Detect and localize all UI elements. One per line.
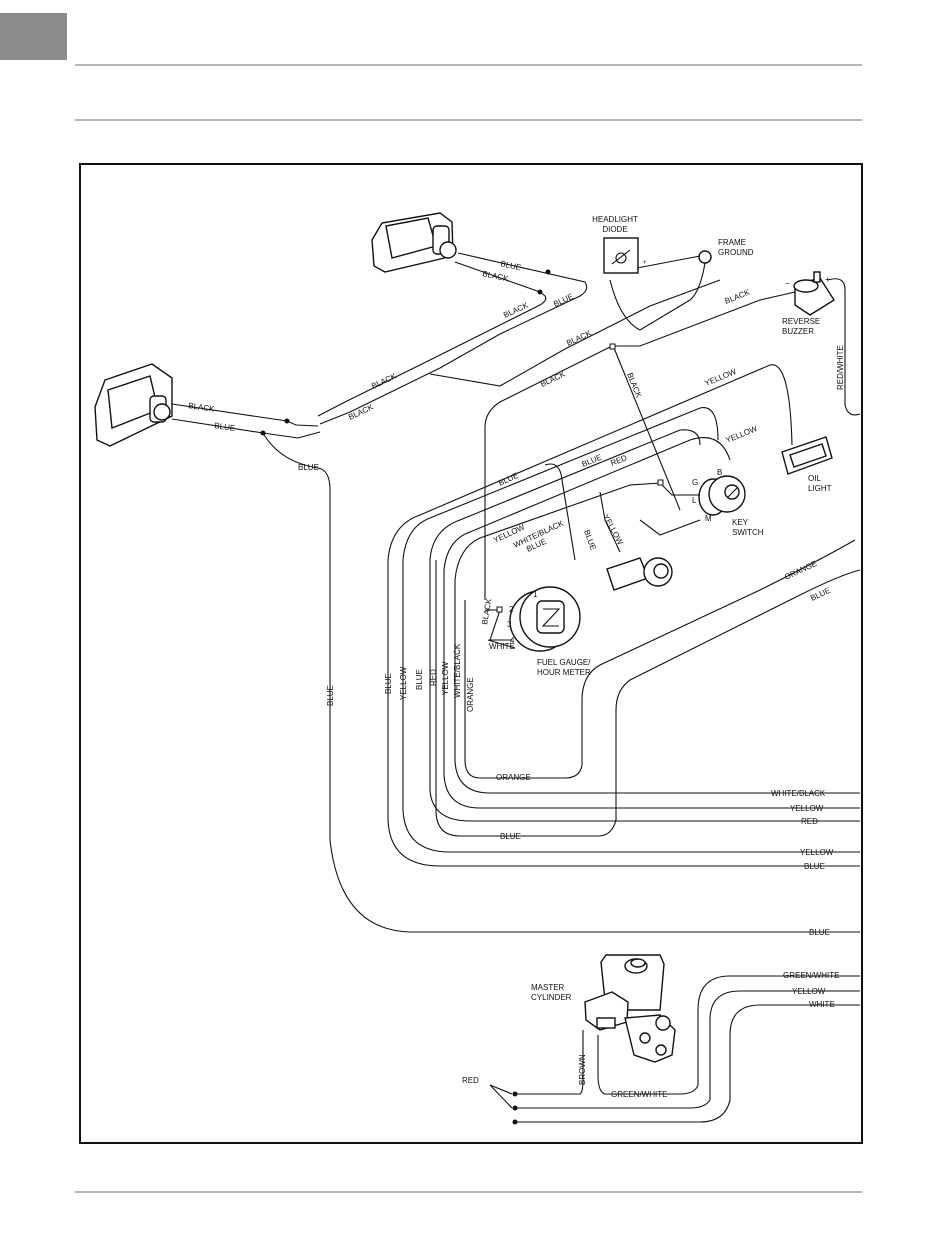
diagram-frame (79, 163, 863, 1144)
gauge-terminal-1: 1 (533, 590, 538, 599)
gauge-terminal-4: 4 (510, 636, 515, 645)
wire-label: BLUE (809, 928, 830, 937)
wire-label: GREEN/WHITE (783, 971, 839, 980)
headlight-left (94, 363, 173, 447)
key-terminal-b: B (717, 468, 722, 477)
wire-label: RED (462, 1076, 479, 1085)
wire-label: YELLOW (703, 367, 738, 388)
wire-label: YELLOW (724, 424, 759, 445)
wire-label: RED (609, 453, 628, 468)
reverse-light-connector (606, 557, 673, 591)
wire-label: BLACK (723, 287, 751, 305)
key-switch (698, 475, 746, 516)
header-rule-bottom (75, 119, 862, 121)
master-cylinder (584, 954, 676, 1063)
wire-label: BLACK (370, 371, 398, 391)
reverse-buzzer (793, 271, 835, 316)
wire-label: YELLOW (790, 804, 824, 813)
oil-light (781, 436, 833, 475)
wire-label: BLACK (539, 369, 567, 389)
wire-label: YELLOW (800, 848, 834, 857)
key-terminal-l: L (692, 496, 697, 505)
wire-label: BLUE (298, 463, 319, 472)
wire-label: GREEN/WHITE (611, 1090, 667, 1099)
gauge-terminal-2: 2 (509, 605, 514, 614)
wire-label: RED (429, 669, 438, 686)
wire-label: BLUE (497, 471, 520, 488)
wire-label: ORANGE (783, 559, 818, 582)
wire-label: BLUE (500, 832, 521, 841)
diode-plus: + (643, 260, 647, 266)
key-terminal-m: M (705, 514, 712, 523)
headlight-right (371, 212, 457, 273)
wire-label: WHITE (809, 1000, 835, 1009)
wire-label: BLUE (552, 292, 575, 309)
key-terminal-g: G (692, 478, 698, 487)
wire-label: BLUE (326, 685, 335, 706)
wire-label: RED/WHITE (836, 345, 845, 390)
wire-label: RED (801, 817, 818, 826)
wire-label: BLACK (482, 269, 510, 283)
wire-label: BLUE (415, 669, 424, 690)
wire-label: BLACK (625, 371, 643, 399)
wire-label: YELLOW (441, 661, 450, 695)
wires (171, 252, 861, 1123)
section-tab (0, 13, 67, 60)
wire-label: BLUE (384, 673, 393, 694)
wire-label: BLACK (565, 328, 593, 348)
gauge-terminal-3: 3 (507, 620, 512, 629)
wire-label: BROWN (578, 1054, 587, 1085)
wire-labels: BLUE BLACK BLACK BLUE BLACK BLACK BLACK … (188, 259, 845, 1099)
wire-label: YELLOW (601, 513, 625, 547)
wire-label: BLACK (480, 597, 494, 625)
wire-label: WHITE/BLACK (771, 789, 826, 798)
buzzer-minus: − (785, 279, 790, 288)
fuel-gauge (509, 586, 581, 652)
wire-label: YELLOW (399, 666, 408, 700)
footer-rule (75, 1191, 862, 1193)
wire-label: BLUE (804, 862, 825, 871)
wire-label: BLACK (188, 401, 216, 414)
wire-label: WHITE/BLACK (453, 643, 462, 698)
buzzer-plus: + (825, 275, 830, 284)
junction-dots (260, 269, 664, 1125)
headlight-diode (603, 237, 639, 274)
wire-label: YELLOW (792, 987, 826, 996)
wire-label: BLACK (347, 402, 375, 422)
wire-label: ORANGE (466, 677, 475, 712)
header-rule-top (75, 64, 862, 66)
wire-label: BLUE (500, 259, 522, 272)
wire-label: WHITE (489, 642, 515, 651)
wire-label: BLUE (582, 529, 598, 552)
wire-label: BLUE (214, 421, 236, 433)
wire-label: ORANGE (496, 773, 531, 782)
frame-ground (698, 250, 712, 264)
label-fuel-gauge: FUEL GAUGE/HOUR METER (537, 658, 591, 677)
